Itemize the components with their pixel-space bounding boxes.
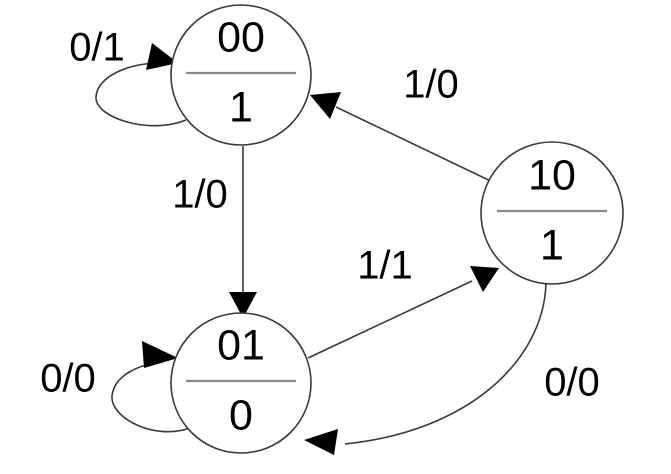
arrowhead-10-to-00 [310, 92, 341, 119]
state-00-circle [170, 4, 312, 146]
edge-10-to-00[interactable] [310, 92, 502, 187]
state-10-output: 1 [540, 221, 564, 269]
edge-01-to-01-path [111, 361, 191, 433]
edge-label-01-self: 0/0 [40, 357, 96, 401]
state-01-name: 01 [217, 321, 265, 369]
state-10-name: 10 [528, 151, 576, 199]
state-node-00[interactable]: 00 1 [170, 4, 312, 146]
state-node-01[interactable]: 01 0 [170, 312, 312, 454]
arrowhead-10-to-01 [304, 429, 338, 455]
edge-01-to-01-self-loop[interactable] [111, 341, 191, 433]
edge-00-to-00-path [95, 62, 187, 127]
state-01-output: 0 [229, 391, 253, 439]
edge-label-00-to-01: 1/0 [172, 173, 228, 217]
edge-10-to-01-path [344, 283, 547, 445]
arrowhead-00-self [146, 43, 178, 70]
edge-10-to-01[interactable] [304, 283, 547, 455]
edge-label-00-self: 0/1 [69, 26, 125, 70]
arrowhead-01-self [142, 341, 178, 368]
arrowhead-01-to-10 [470, 266, 499, 292]
edge-label-10-to-01: 0/0 [544, 361, 600, 405]
arrowhead-00-to-01 [229, 292, 257, 318]
edge-00-to-00-self-loop[interactable] [95, 43, 187, 127]
state-10-circle [480, 141, 624, 285]
edge-00-to-01[interactable] [229, 146, 257, 318]
state-00-output: 1 [229, 83, 253, 131]
state-01-circle [170, 312, 312, 454]
state-00-name: 00 [217, 13, 265, 61]
edge-label-10-to-00: 1/0 [403, 63, 459, 107]
state-node-10[interactable]: 10 1 [480, 141, 624, 285]
edge-01-to-10-path [307, 280, 473, 359]
edge-01-to-10[interactable] [307, 266, 499, 359]
edge-10-to-00-path [335, 106, 502, 187]
edge-label-01-to-10: 1/1 [357, 244, 413, 288]
